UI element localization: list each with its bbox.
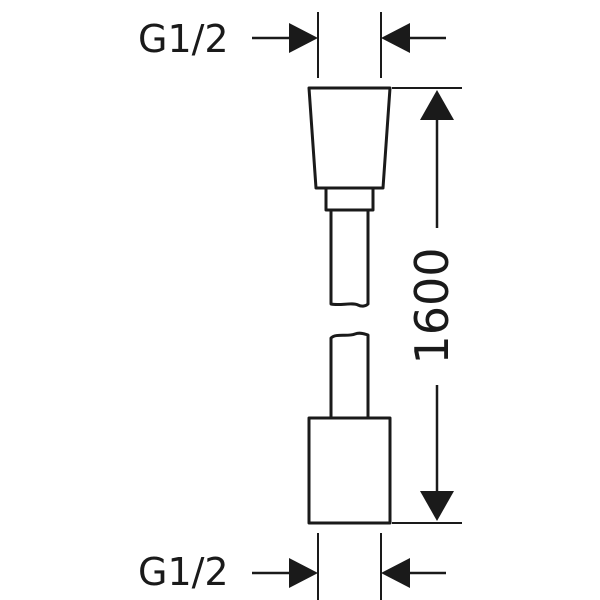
hose-lower — [329, 331, 370, 418]
thread-size-top: G1/2 — [138, 17, 229, 61]
top-arrow-right-head — [381, 23, 410, 53]
length-dimension-label: 1600 — [405, 247, 459, 365]
bottom-arrow-left-head — [289, 558, 318, 588]
bottom-arrow-right-head — [381, 558, 410, 588]
top-arrow-left-head — [289, 23, 318, 53]
bottom-nut — [307, 416, 392, 525]
hose-upper — [329, 208, 370, 308]
top-ferrule — [324, 188, 375, 212]
length-arrow-top-head — [420, 90, 454, 120]
top-nut — [307, 86, 392, 190]
thread-size-bottom: G1/2 — [138, 550, 229, 594]
length-arrow-bottom-head — [420, 491, 454, 521]
